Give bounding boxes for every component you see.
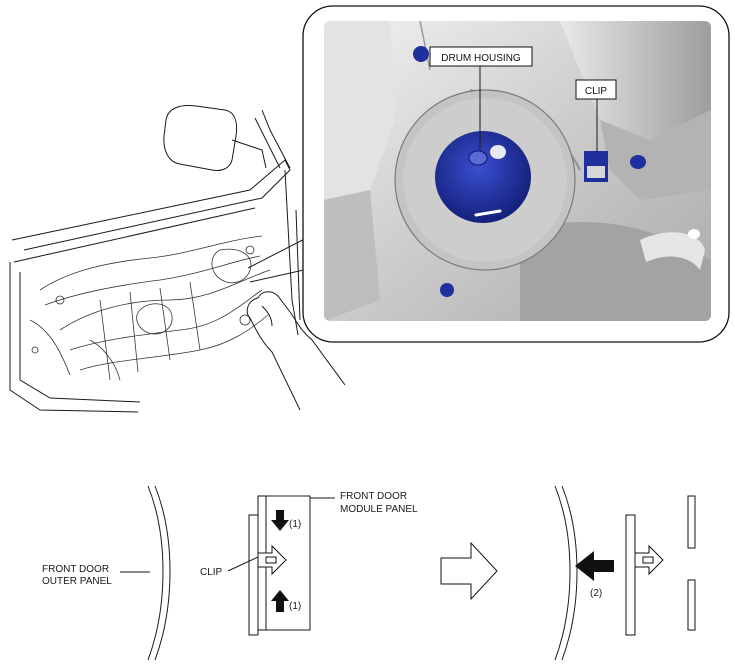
step2-label: (2)	[590, 588, 602, 599]
photo-inset: DRUM HOUSING CLIP	[302, 5, 730, 343]
outer-panel-curve	[147, 485, 164, 661]
section-diagram: FRONT DOOR OUTER PANEL FRONT DOOR MODULE…	[42, 485, 696, 661]
hole-marker	[630, 155, 646, 169]
door-illustration	[9, 105, 346, 413]
clip-callout: CLIP	[575, 79, 617, 152]
transition-arrow-icon	[440, 541, 498, 601]
left-arrow-icon	[575, 551, 614, 581]
module-panel-after	[625, 514, 636, 636]
step1-bottom-label: (1)	[289, 601, 301, 612]
module-panel-label-line2: MODULE PANEL	[340, 504, 418, 515]
module-panel-before	[248, 514, 259, 636]
step1-top-label: (1)	[289, 519, 301, 530]
outer-panel-label-line1: FRONT DOOR	[42, 564, 109, 575]
clip-shape-before	[257, 544, 287, 576]
drum-housing-label: DRUM HOUSING	[441, 53, 521, 64]
module-panel-label-line1: FRONT DOOR	[340, 491, 407, 502]
down-arrow-icon	[271, 510, 289, 531]
drum-housing-highlight	[435, 131, 531, 223]
drum-housing-callout: DRUM HOUSING	[429, 46, 533, 150]
outer-panel-label-line2: OUTER PANEL	[42, 576, 112, 587]
hole-marker	[413, 46, 429, 62]
clip-label: CLIP	[200, 567, 223, 578]
hole-marker	[440, 283, 454, 297]
up-arrow-icon	[271, 590, 289, 612]
clip-photo-label: CLIP	[585, 86, 608, 97]
clip-shape-after	[634, 544, 664, 576]
